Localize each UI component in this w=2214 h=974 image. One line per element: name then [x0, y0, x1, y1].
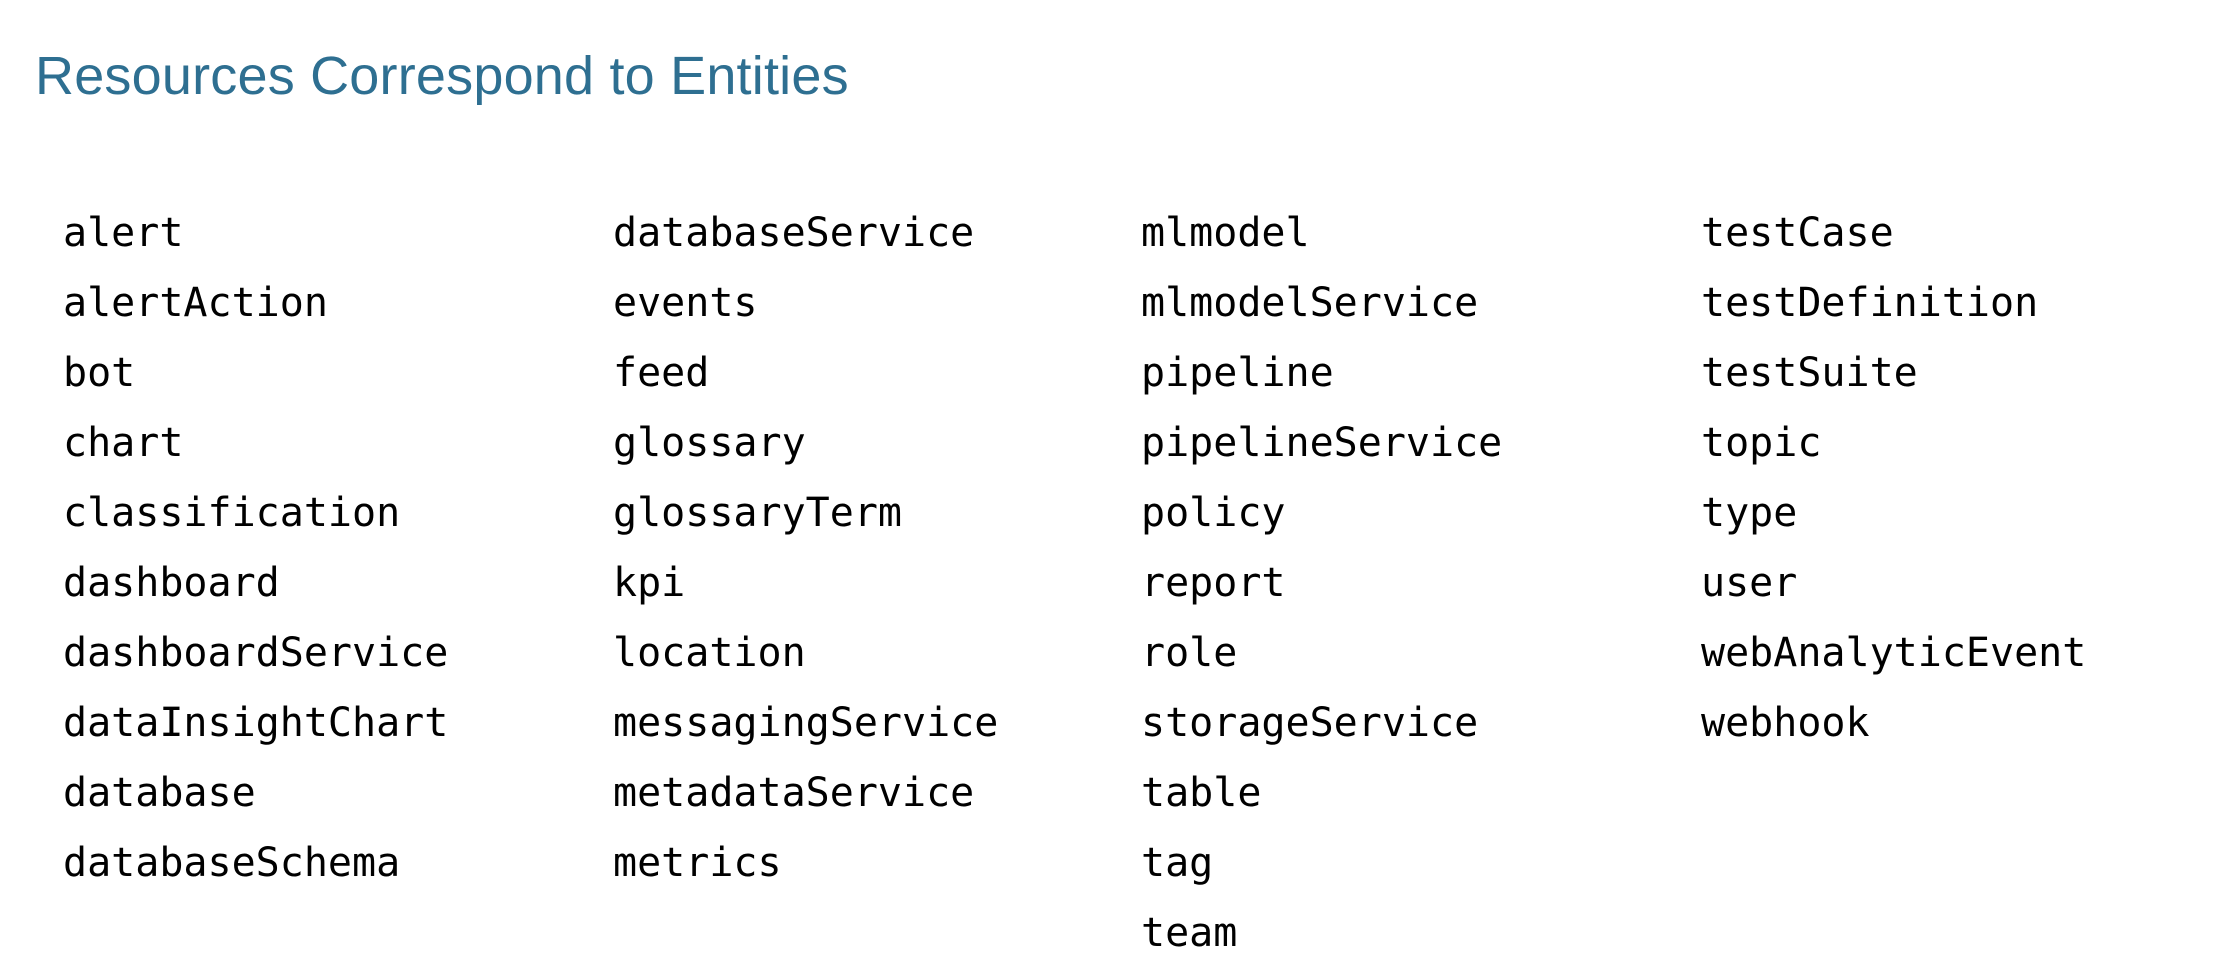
entity-name: databaseSchema — [63, 840, 401, 886]
entity-column-2: mlmodel mlmodelService pipeline pipelineSer… — [1141, 198, 1502, 968]
entity-name: type — [1701, 490, 1798, 536]
entity-name: role — [1141, 630, 1238, 676]
entity-name: testSuite — [1701, 350, 1918, 396]
entity-name: databaseService — [613, 210, 975, 256]
entity-name: glossaryTerm — [613, 490, 902, 536]
entity-name: alert — [63, 210, 184, 256]
page-title: Resources Correspond to Entities — [35, 46, 849, 107]
entity-name: report — [1141, 560, 1286, 606]
entity-column-0: alert alertAction bot chart classification da… — [63, 198, 448, 898]
entity-name: bot — [63, 350, 136, 396]
entity-name: policy — [1141, 490, 1286, 536]
entity-column-1: databaseService events feed glossary glossar… — [613, 198, 998, 898]
entity-name: mlmodelService — [1141, 280, 1479, 326]
entity-name: webhook — [1701, 700, 1870, 746]
entity-name: dashboardService — [63, 630, 449, 676]
entity-name: tag — [1141, 840, 1214, 886]
entity-name: testDefinition — [1701, 280, 2039, 326]
entity-name: user — [1701, 560, 1798, 606]
entity-name: mlmodel — [1141, 210, 1310, 256]
entity-name: kpi — [613, 560, 686, 606]
entity-name: team — [1141, 910, 1238, 956]
entity-name: classification — [63, 490, 401, 536]
entity-name: metrics — [613, 840, 782, 886]
entity-name: messagingService — [613, 700, 999, 746]
entity-name: feed — [613, 350, 710, 396]
entity-name: table — [1141, 770, 1262, 816]
entity-name: testCase — [1701, 210, 1894, 256]
entity-name: events — [613, 280, 758, 326]
entity-name: location — [613, 630, 806, 676]
entity-name: webAnalyticEvent — [1701, 630, 2087, 676]
entity-name: storageService — [1141, 700, 1479, 746]
entity-column-3: testCase testDefinition testSuite topic type… — [1701, 198, 2086, 758]
entity-name: glossary — [613, 420, 806, 466]
entity-name: pipelineService — [1141, 420, 1503, 466]
entity-name: alertAction — [63, 280, 328, 326]
entity-name: topic — [1701, 420, 1822, 466]
entity-name: chart — [63, 420, 184, 466]
entity-name: dataInsightChart — [63, 700, 449, 746]
entity-name: metadataService — [613, 770, 975, 816]
entity-name: dashboard — [63, 560, 280, 606]
entity-name: database — [63, 770, 256, 816]
entity-name: pipeline — [1141, 350, 1334, 396]
